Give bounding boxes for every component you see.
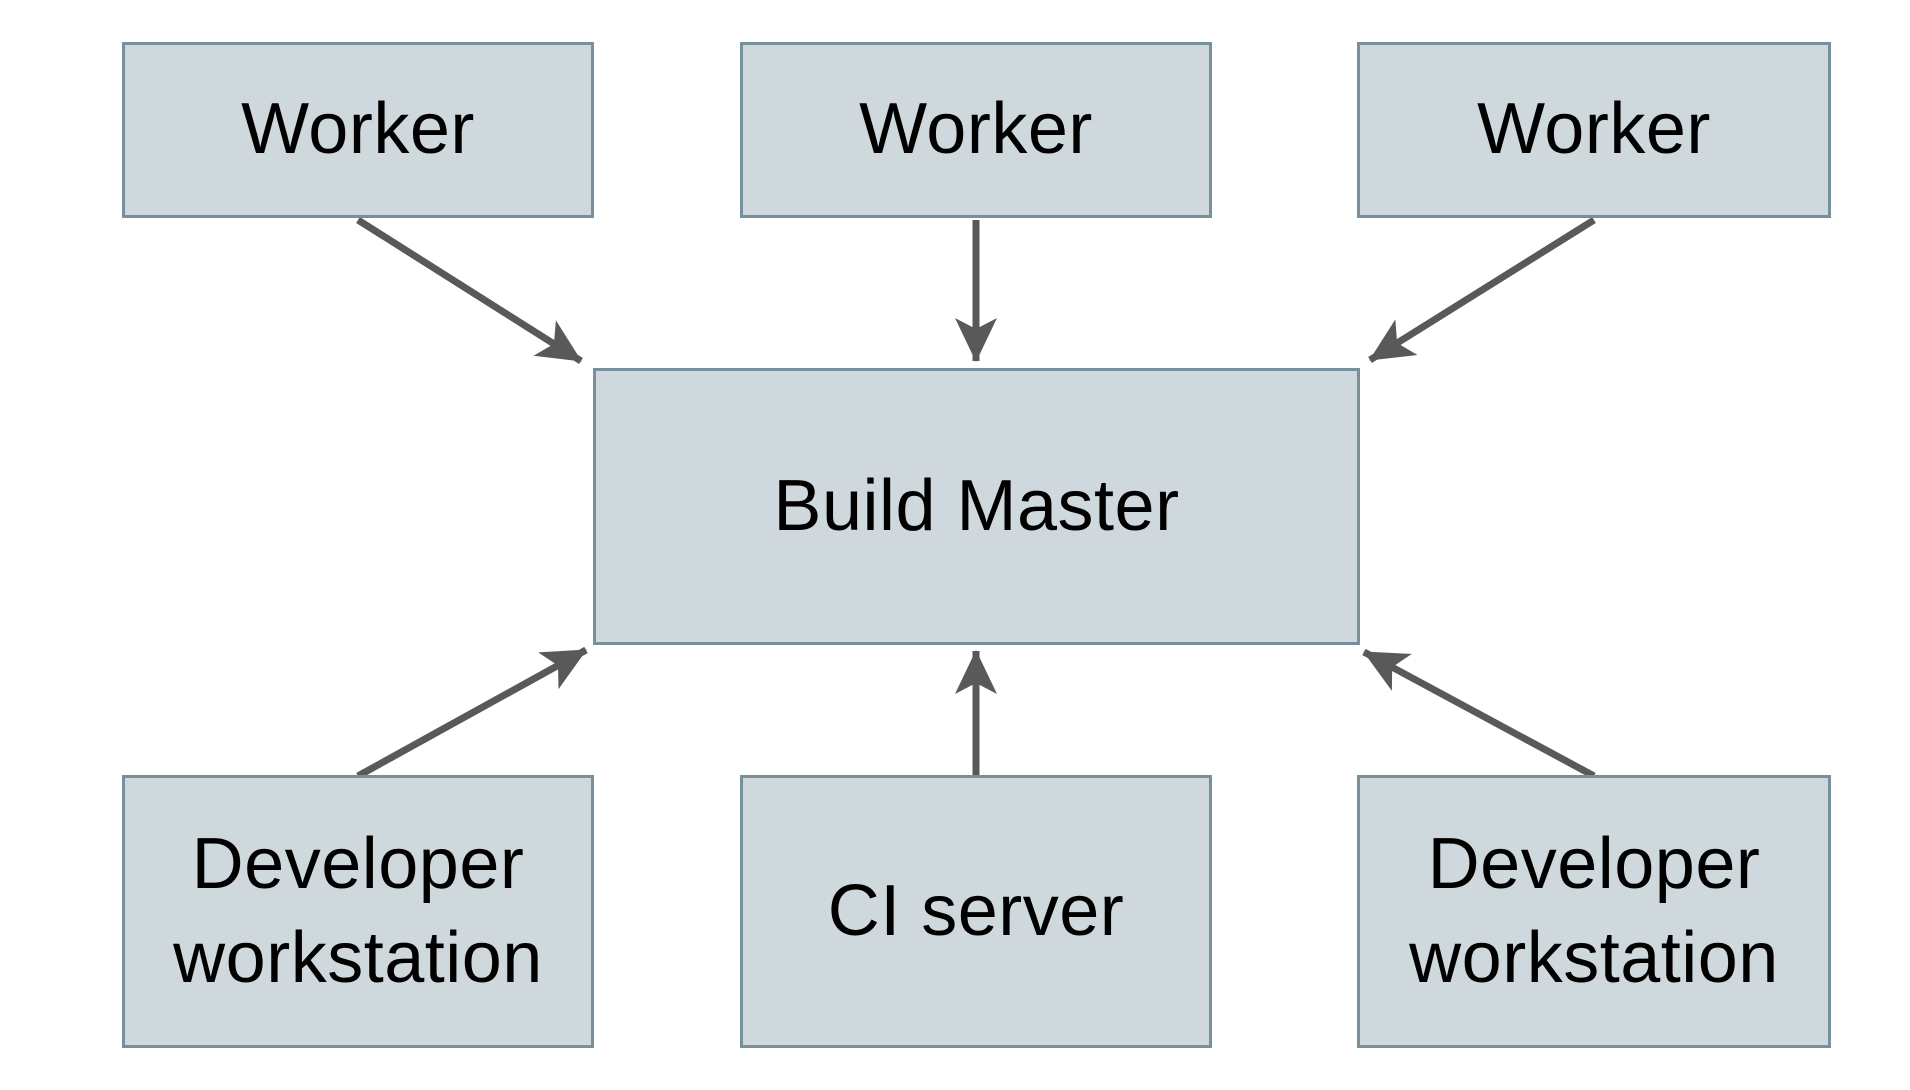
node-worker-2-label: Worker <box>859 89 1093 170</box>
node-developer-workstation-right: Developer workstation <box>1357 775 1831 1048</box>
arrow-worker-3-to-build-master <box>1368 217 1596 363</box>
node-ci-server: CI server <box>740 775 1212 1048</box>
node-worker-3-label: Worker <box>1477 89 1711 170</box>
node-build-master-label: Build Master <box>773 465 1180 546</box>
node-ci-server-label: CI server <box>827 870 1125 951</box>
node-worker-1-label: Worker <box>241 89 475 170</box>
node-worker-2: Worker <box>740 42 1212 218</box>
node-worker-1: Worker <box>122 42 594 218</box>
node-developer-workstation-left: Developer workstation <box>122 775 594 1048</box>
node-developer-workstation-left-label: Developer workstation <box>173 823 543 998</box>
arrow-dev-workstation-right-to-build-master <box>1362 648 1596 780</box>
node-build-master: Build Master <box>593 368 1360 645</box>
node-developer-workstation-right-label: Developer workstation <box>1409 823 1779 998</box>
node-worker-3: Worker <box>1357 42 1831 218</box>
arrow-dev-workstation-left-to-build-master <box>356 646 588 780</box>
arrow-worker-1-to-build-master <box>356 217 583 364</box>
